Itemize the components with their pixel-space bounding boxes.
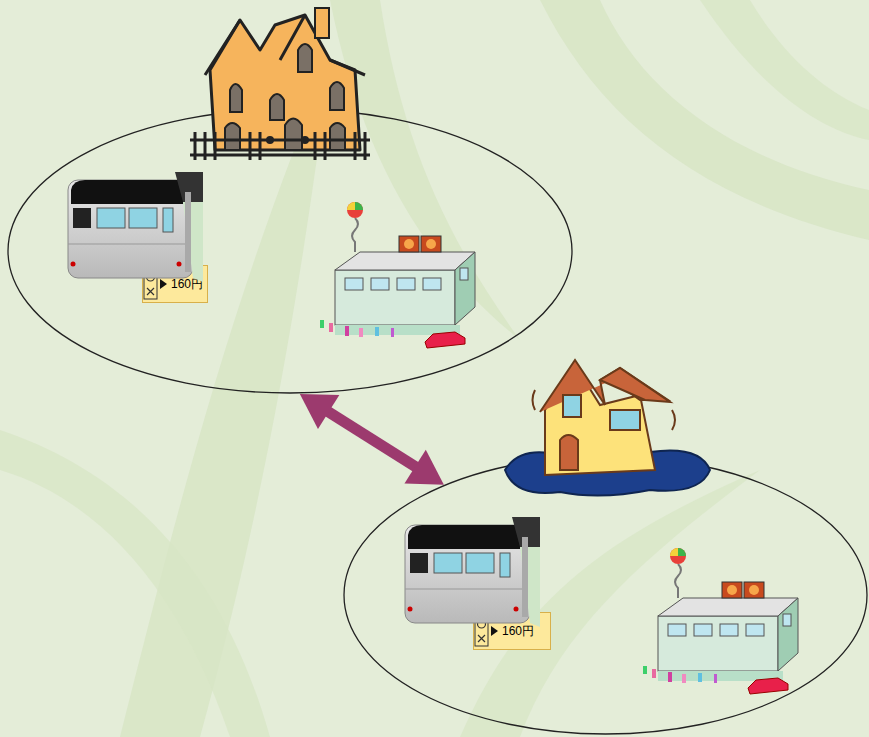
fare-sign: 160円 (473, 612, 551, 650)
fare-text: 160円 (171, 276, 203, 293)
fare-sign: 160円 (142, 265, 208, 303)
flooded-house (505, 360, 710, 496)
mansion (190, 8, 370, 160)
ellipse-outline (343, 455, 868, 735)
ellipse-outline (7, 108, 573, 394)
fare-icon (474, 614, 500, 648)
ellipse-area: 160円 (7, 108, 573, 394)
ellipse-area: 160円 (343, 455, 868, 735)
fare-text: 160円 (502, 623, 534, 640)
double-arrow (300, 394, 444, 485)
fare-icon (143, 267, 169, 301)
